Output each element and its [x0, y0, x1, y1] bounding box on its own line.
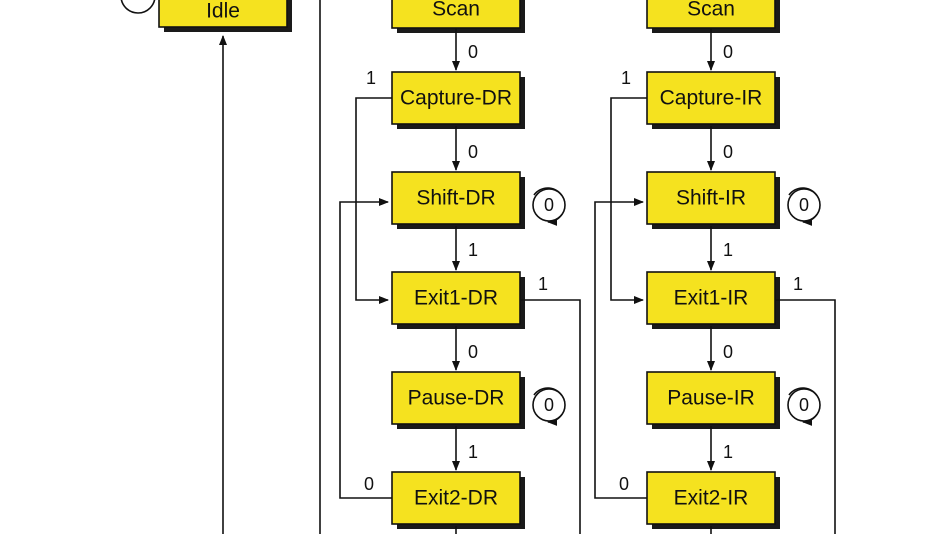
state-capture-ir-label: Capture-IR — [660, 87, 763, 110]
edge-label-dr-shift-1: 1 — [468, 240, 478, 260]
state-pause-ir: Pause-IR — [646, 371, 780, 429]
edge-label-dr-capture-1: 1 — [366, 68, 376, 88]
state-capture-dr-label: Capture-DR — [400, 87, 512, 110]
state-idle: Idle — [158, 0, 292, 32]
edge-label-ir-exit2-0: 0 — [619, 474, 629, 494]
edge-label-ir-scan-0: 0 — [723, 42, 733, 62]
state-pause-ir-label: Pause-IR — [667, 387, 755, 410]
edge-dr-capture-to-exit1 — [355, 97, 392, 304]
edge-dr-exit2-to-shift — [339, 198, 392, 499]
state-shift-dr-label: Shift-DR — [416, 187, 495, 210]
state-idle-label: Idle — [206, 0, 240, 23]
state-exit2-ir: Exit2-IR — [646, 471, 780, 529]
state-shift-dr: Shift-DR — [391, 171, 525, 229]
state-dr-scan-label: Scan — [432, 0, 480, 21]
edge-ir-capture-to-exit1 — [610, 97, 647, 304]
state-ir-scan-label: Scan — [687, 0, 735, 21]
edge-dr-exit1-to-update — [520, 299, 581, 534]
loop-pause-ir: 0 — [787, 387, 821, 426]
state-exit1-ir-label: Exit1-IR — [674, 287, 749, 310]
edge-label-ir-exit1-0: 0 — [723, 342, 733, 362]
loop-shift-dr: 0 — [532, 187, 566, 226]
idle-loop-marker — [120, 0, 156, 14]
state-pause-dr: Pause-DR — [391, 371, 525, 429]
state-capture-ir: Capture-IR — [646, 71, 780, 129]
edge-label-dr-scan-0: 0 — [468, 42, 478, 62]
edge-label-ir-pause-1: 1 — [723, 442, 733, 462]
loop-pause-dr: 0 — [532, 387, 566, 426]
edge-label-dr-pause-1: 1 — [468, 442, 478, 462]
state-exit1-dr: Exit1-DR — [391, 271, 525, 329]
loop-label-pause-dr: 0 — [544, 395, 554, 415]
loop-label-shift-ir: 0 — [799, 195, 809, 215]
state-exit2-dr: Exit2-DR — [391, 471, 525, 529]
state-select-dr-scan: Scan — [391, 0, 525, 33]
edge-label-dr-capture-0: 0 — [468, 142, 478, 162]
loop-label-shift-dr: 0 — [544, 195, 554, 215]
edge-ir-exit1-to-update — [775, 299, 836, 534]
edge-label-ir-capture-1: 1 — [621, 68, 631, 88]
state-exit2-ir-label: Exit2-IR — [674, 487, 749, 510]
edge-ir-exit2-to-shift — [594, 198, 647, 499]
state-exit2-dr-label: Exit2-DR — [414, 487, 498, 510]
edge-label-dr-exit1-0: 0 — [468, 342, 478, 362]
state-exit1-dr-label: Exit1-DR — [414, 287, 498, 310]
state-capture-dr: Capture-DR — [391, 71, 525, 129]
edge-label-ir-capture-0: 0 — [723, 142, 733, 162]
edge-label-dr-exit1-1: 1 — [538, 274, 548, 294]
state-exit1-ir: Exit1-IR — [646, 271, 780, 329]
state-shift-ir-label: Shift-IR — [676, 187, 746, 210]
state-shift-ir: Shift-IR — [646, 171, 780, 229]
loop-label-pause-ir: 0 — [799, 395, 809, 415]
edge-label-ir-shift-1: 1 — [723, 240, 733, 260]
state-select-ir-scan: Scan — [646, 0, 780, 33]
loop-shift-ir: 0 — [787, 187, 821, 226]
state-pause-dr-label: Pause-DR — [408, 387, 505, 410]
edge-label-dr-exit2-0: 0 — [364, 474, 374, 494]
edge-label-ir-exit1-1: 1 — [793, 274, 803, 294]
